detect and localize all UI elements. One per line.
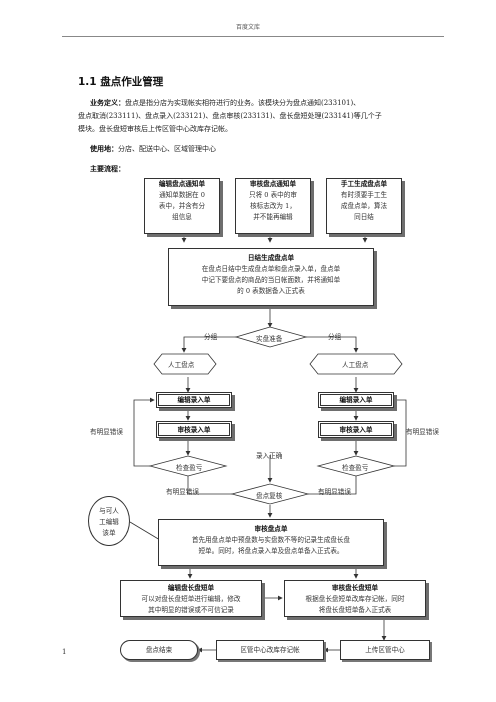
edit-notice-line-2: 表中，并含有分 [158, 202, 206, 210]
usage-line: 使用地：分店、配送中心、区域管理中心 [90, 143, 216, 155]
split-label-left: 分组 [204, 333, 218, 341]
check-diamond-left [148, 455, 228, 477]
error-label-right: 有明显错误 [406, 428, 439, 436]
audit-diff-line-2: 将盘长盘短单备入正式表 [318, 606, 392, 614]
daily-gen-box: 日结生成盘点单 在盘点日结中生成盘点单和盘点录入单，盘点单 中记下要盘点的商品的… [168, 248, 374, 306]
audit-entry-left-box: 审核录入单 [156, 421, 232, 438]
callout-line-1: 与可人 [99, 507, 119, 515]
check-diamond-right [316, 455, 396, 477]
end-terminal: 盘点结束 [120, 640, 198, 660]
definition-line-1: 业务定义：盘点是指分店为实现帐实相符进行的业务。该模块分为盘点通知(233101… [90, 97, 360, 109]
error-bottom-right: 有明显错误 [318, 488, 351, 496]
audit-entry-right-label: 审核录入单 [339, 426, 373, 434]
edit-entry-right-label: 编辑录入单 [339, 396, 373, 404]
definition-label: 业务定义： [90, 98, 125, 107]
header-rule [62, 36, 444, 37]
error-bottom-left: 有明显错误 [166, 488, 199, 496]
manual-gen-title: 手工生成盘点单 [340, 180, 388, 188]
region-change-box: 区管中心改库存记帐 [216, 640, 324, 660]
edit-entry-left-box: 编辑录入单 [156, 392, 232, 408]
manual-gen-line-1: 有时须要手工生 [340, 191, 388, 199]
edit-notice-box: 编辑盘点通知单 通知单数据在 0 表中，并含有分 组信息 [144, 178, 220, 234]
split-label-right: 分组 [328, 333, 342, 341]
callout-line-2: 工编辑 [99, 518, 119, 526]
audit-count-line-1: 首先用盘点单中预盘数与实盘数不等的记录生成盘长盘 [191, 536, 351, 544]
daily-gen-line-2: 中记下要盘点的商品的当日帐面数，并将通知单 [201, 276, 341, 284]
audit-notice-line-2: 核标志改为 1， [250, 202, 296, 210]
error-label-left: 有明显错误 [90, 428, 123, 436]
audit-count-box: 审核盘点单 首先用盘点单中预盘数与实盘数不等的记录生成盘长盘 短单。同时，将盘点… [158, 519, 384, 566]
manual-gen-line-2: 成盘点单，算法 [340, 202, 388, 210]
edit-diff-line-1: 可以对盘长盘短单进行编辑，修改 [141, 595, 241, 603]
edit-diff-title: 编辑盘长盘短单 [167, 584, 215, 592]
flow-label: 主要流程： [90, 164, 125, 173]
flow-label-line: 主要流程： [90, 163, 125, 175]
audit-notice-line-3: 并不能再编辑 [253, 213, 293, 221]
manual-gen-box: 手工生成盘点单 有时须要手工生 成盘点单，算法 同日结 [326, 178, 402, 234]
manual-hex-left [153, 353, 217, 375]
audit-notice-line-1: 只将 0 表中的审 [249, 191, 297, 199]
daily-gen-title: 日结生成盘点单 [247, 254, 295, 262]
upload-box: 上传区管中心 [340, 640, 430, 660]
edit-diff-line-2: 其中明显的错误或不可信记录 [148, 606, 234, 614]
usage-label: 使用地： [90, 144, 118, 153]
page-number: 1 [62, 648, 67, 656]
manual-hex-right [309, 353, 403, 375]
header-site: 百度文库 [235, 24, 260, 31]
check-right-label: 检查盈亏 [342, 464, 369, 472]
callout-line-3: 该单 [102, 529, 116, 537]
usage-text: 分店、配送中心、区域管理中心 [118, 145, 216, 153]
definition-line-2: 盘点取消(233111)、盘点录入(233121)、盘点审核(233131)、盘… [78, 112, 382, 120]
audit-count-line-2: 短单。同时，将盘点录入单及盘点单备入正式表。 [198, 547, 344, 555]
edit-notice-title: 编辑盘点通知单 [158, 180, 206, 188]
audit-diff-line-1: 根据盘长盘短单改库存记帐，同时 [305, 595, 405, 603]
daily-gen-line-1: 在盘点日结中生成盘点单和盘点录入单，盘点单 [201, 265, 341, 273]
entry-ok-label: 录入正确 [256, 452, 283, 460]
audit-notice-box: 审核盘点通知单 只将 0 表中的审 核标志改为 1， 并不能再编辑 [235, 178, 311, 234]
daily-gen-line-3: 的 0 表数据备入正式表 [237, 287, 305, 295]
audit-notice-title: 审核盘点通知单 [249, 180, 297, 188]
prep-label: 实盘准备 [256, 335, 283, 343]
definition-line-3: 模块。盘长盘短审核后上传区管中心改库存记帐。 [78, 125, 232, 133]
check-left-label: 检查盈亏 [176, 464, 203, 472]
audit-entry-right-box: 审核录入单 [318, 421, 394, 438]
edit-notice-line-1: 通知单数据在 0 [159, 191, 205, 199]
audit-count-title: 审核盘点单 [254, 525, 288, 533]
audit-entry-left-label: 审核录入单 [177, 426, 211, 434]
definition-text-1: 盘点是指分店为实现帐实相符进行的业务。该模块分为盘点通知(233101)、 [125, 99, 361, 107]
manual-count-left: 人工盘点 [168, 361, 195, 369]
edit-entry-right-box: 编辑录入单 [318, 392, 394, 408]
section-title: 1.1 盘点作业管理 [78, 76, 164, 88]
audit-diff-title: 审核盘长盘短单 [331, 584, 379, 592]
manual-gen-line-3: 同日结 [354, 213, 374, 221]
edit-diff-box: 编辑盘长盘短单 可以对盘长盘短单进行编辑，修改 其中明显的错误或不可信记录 [120, 580, 262, 617]
edit-notice-line-3: 组信息 [172, 213, 192, 221]
recheck-label: 盘点复核 [256, 492, 283, 500]
recheck-diamond [230, 483, 310, 505]
prep-diamond [234, 326, 308, 348]
edit-entry-left-label: 编辑录入单 [177, 396, 211, 404]
audit-diff-box: 审核盘长盘短单 根据盘长盘短单改库存记帐，同时 将盘长盘短单备入正式表 [284, 580, 426, 617]
callout-bubble: 与可人 工编辑 该单 [88, 496, 130, 546]
manual-count-right: 人工盘点 [342, 361, 369, 369]
